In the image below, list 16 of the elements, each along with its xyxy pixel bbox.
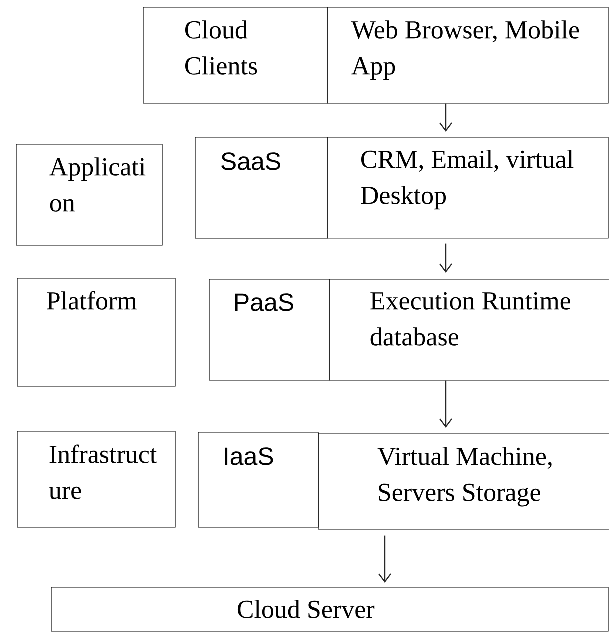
description-box: CRM, Email, virtual Desktop <box>327 137 609 239</box>
server-box: Cloud Server <box>51 587 609 632</box>
arrow <box>440 104 452 132</box>
service-box: SaaS <box>195 137 328 239</box>
arrow <box>378 536 392 583</box>
layer-box: Applicati on <box>16 144 163 246</box>
service-box: IaaS <box>198 432 319 528</box>
description-box: Web Browser, Mobile App <box>327 7 609 104</box>
layer-box: Infrastruct ure <box>17 431 176 528</box>
layer-box: Cloud Clients <box>143 7 328 104</box>
description-box: Virtual Machine, Servers Storage <box>318 433 609 530</box>
arrow <box>440 380 452 428</box>
description-box: Execution Runtime database <box>329 279 609 381</box>
service-box: PaaS <box>209 279 330 381</box>
layer-box: Platform <box>17 278 176 387</box>
arrow <box>440 244 452 273</box>
